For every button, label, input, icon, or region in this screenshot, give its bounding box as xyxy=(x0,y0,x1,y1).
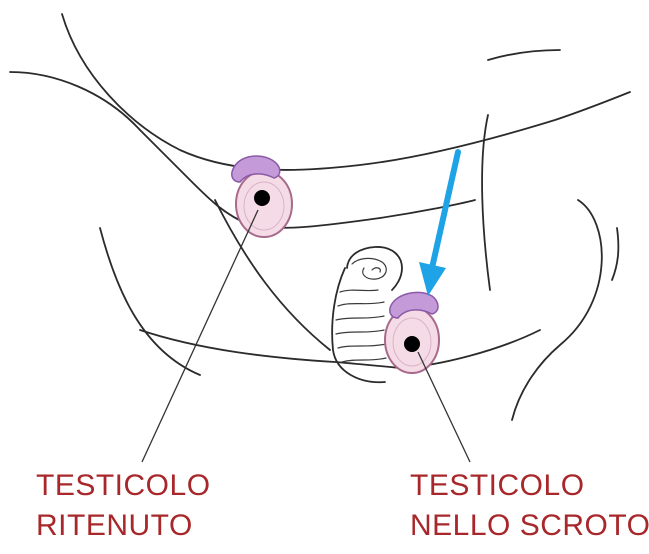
retained-testicle-dot xyxy=(254,190,270,206)
body-outline xyxy=(10,14,630,420)
descent-arrow xyxy=(432,152,458,268)
left-leg-outline xyxy=(100,228,200,375)
retained-label-line2: RITENUTO xyxy=(36,506,211,546)
retained-label-line1: TESTICOLO xyxy=(36,466,211,506)
leader-line-scrotal xyxy=(418,352,470,462)
scrotal-testicle-dot xyxy=(404,336,420,352)
right-upper-contour xyxy=(488,50,560,60)
retained-testicle xyxy=(232,156,292,237)
upper-abdomen-curve xyxy=(62,14,630,170)
right-leg-outline xyxy=(512,200,602,420)
retained-testicle-label: TESTICOLO RITENUTO xyxy=(36,466,211,546)
scrotal-label-line2: NELLO SCROTO xyxy=(410,506,649,546)
right-thigh-line xyxy=(612,228,618,280)
scrotal-label-line1: TESTICOLO xyxy=(410,466,649,506)
descent-arrow-head xyxy=(419,262,446,296)
scrotal-testicle xyxy=(385,292,439,373)
scrotal-testicle-label: TESTICOLO NELLO SCROTO xyxy=(410,466,649,546)
right-flank-contour xyxy=(482,115,490,290)
